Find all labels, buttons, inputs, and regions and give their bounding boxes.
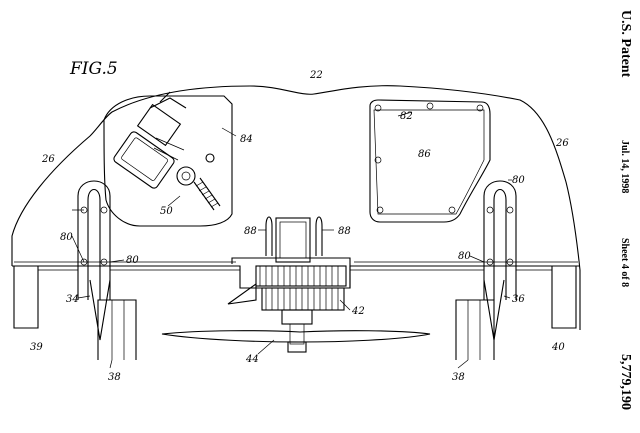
left-support-arm (77, 180, 137, 360)
ref-36: 36 (512, 294, 525, 305)
ref-34: 34 (66, 294, 79, 305)
right-window-inner (373, 109, 485, 215)
leader-lines (71, 111, 512, 369)
ref-80-right-upper: 80 (512, 175, 525, 186)
ref-50: 50 (160, 206, 173, 217)
left-leg (13, 266, 39, 329)
ref-44: 44 (245, 354, 259, 365)
right-support-arm (455, 180, 517, 360)
blade-hub (287, 341, 307, 353)
ref-26-right: 26 (555, 138, 569, 149)
ref-88-right: 88 (338, 226, 351, 237)
ref-38-right: 38 (452, 372, 465, 383)
patent-header: U.S. Patent Jul. 14, 1998 Sheet 4 of 8 5… (618, 10, 633, 410)
ref-38-left: 38 (108, 372, 121, 383)
figure-title: FIG.5 (69, 59, 118, 79)
ref-86: 86 (418, 149, 431, 160)
patent-sheet: Sheet 4 of 8 (619, 238, 630, 287)
ref-82: 82 (400, 111, 413, 122)
right-leg (551, 266, 577, 329)
patent-number: 5,779,190 (618, 354, 633, 410)
housing-outline (11, 85, 581, 330)
ref-42: 42 (351, 306, 365, 317)
ref-80-left-inner: 80 (126, 255, 139, 266)
right-window-panel (369, 99, 491, 223)
ref-40: 40 (551, 342, 565, 353)
ref-88-left: 88 (244, 226, 257, 237)
ref-80-left-outer: 80 (60, 232, 73, 243)
ref-26-left: 26 (41, 154, 55, 165)
right-rail (350, 266, 553, 271)
ref-39: 39 (30, 342, 43, 353)
blade (161, 330, 431, 343)
ref-22: 22 (309, 70, 323, 81)
left-window-panel (103, 95, 233, 227)
patent-office: U.S. Patent (618, 10, 633, 78)
window-screws (374, 102, 484, 214)
ref-80-right-lower: 80 (458, 251, 471, 262)
ref-84: 84 (240, 134, 253, 145)
left-rail (37, 266, 240, 271)
drive-unit (227, 216, 351, 345)
latch-mechanism (113, 91, 221, 211)
patent-date: Jul. 14, 1998 (619, 140, 630, 193)
